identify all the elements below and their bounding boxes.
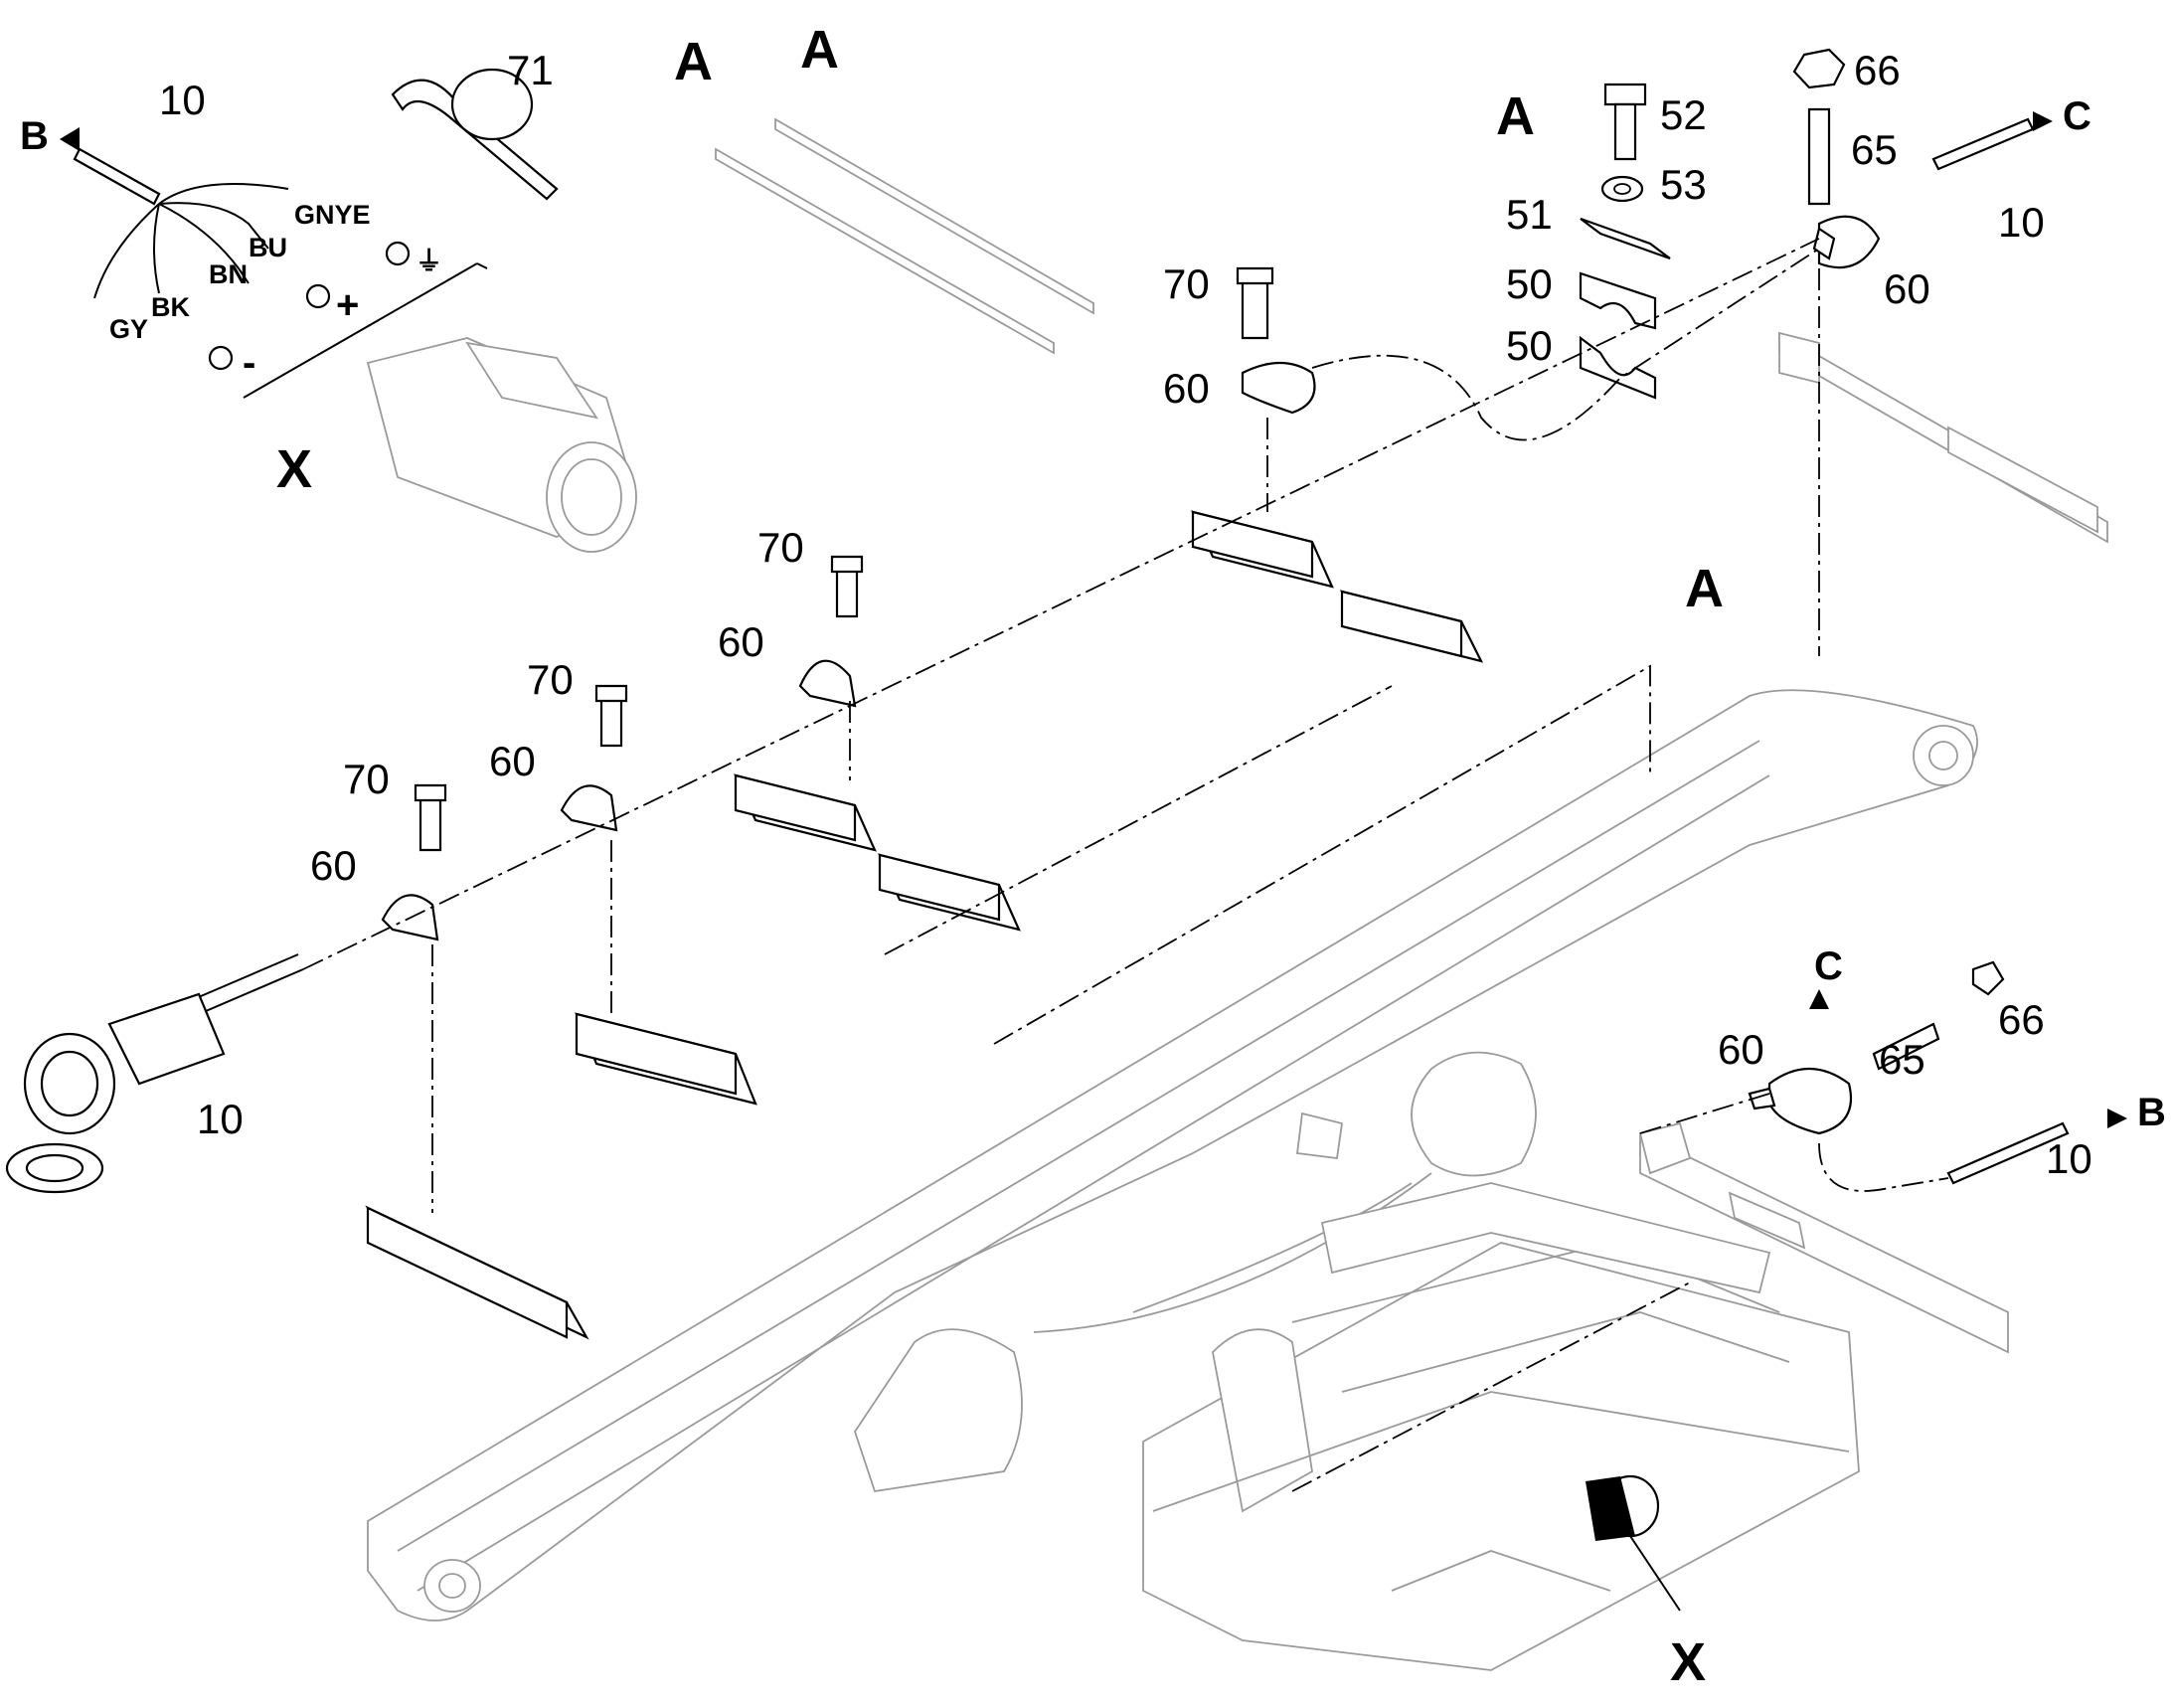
label-10-right: 10 <box>1998 199 2045 246</box>
label-65-bottom: 65 <box>1879 1036 1925 1083</box>
label-60-bottom: 60 <box>1718 1026 1764 1073</box>
label-52: 52 <box>1660 91 1707 138</box>
boom-outline <box>367 689 1978 1622</box>
motor-illustration <box>366 337 638 553</box>
label-10-plug: 10 <box>197 1096 244 1142</box>
label-b-bottom: B <box>2137 1091 2166 1134</box>
wire-bn: BN <box>209 259 248 289</box>
wire-gnye: GNYE <box>294 200 371 230</box>
top-right-bracket <box>1778 331 2108 544</box>
hardware-stack <box>1579 83 1671 400</box>
label-70-a: 70 <box>1163 260 1210 307</box>
label-53: 53 <box>1660 161 1707 208</box>
label-a-strip-1: A <box>674 32 713 91</box>
ground-symbol-icon: ⏚ <box>416 247 442 276</box>
chassis-frame <box>1142 1182 1860 1671</box>
wire-bu: BU <box>249 233 287 262</box>
strip-bars-A <box>715 117 1094 355</box>
arrow-c-top-icon <box>2033 111 2053 131</box>
clamp-blocks <box>365 510 1484 1340</box>
label-c-top: C <box>2063 94 2091 138</box>
label-70-d: 70 <box>343 756 390 802</box>
label-10-top: 10 <box>159 77 206 123</box>
label-71: 71 <box>507 47 554 93</box>
label-x-detail: X <box>276 439 312 499</box>
label-60-right: 60 <box>1884 265 1930 312</box>
label-60-b: 60 <box>718 618 764 665</box>
label-a-strip-2: A <box>800 20 839 80</box>
plus-symbol: + <box>336 283 359 327</box>
label-10-bottom: 10 <box>2046 1135 2092 1182</box>
wire-gy: GY <box>109 314 148 344</box>
arrows <box>60 111 2127 1128</box>
label-b-top: B <box>20 114 49 158</box>
label-50a: 50 <box>1506 260 1553 307</box>
wire-bk: BK <box>151 292 190 322</box>
label-60-c: 60 <box>489 738 536 784</box>
label-66-bottom: 66 <box>1998 996 2045 1043</box>
bottom-right-clamp <box>1748 960 2070 1185</box>
label-66-top: 66 <box>1854 47 1901 93</box>
label-70-b: 70 <box>757 524 804 571</box>
label-50b: 50 <box>1506 322 1553 369</box>
arrow-c-bottom-icon <box>1809 989 1829 1009</box>
routing-lines <box>302 238 1949 1492</box>
detail-x-wires <box>73 147 488 399</box>
label-70-c: 70 <box>527 656 574 703</box>
clamp-71 <box>391 68 559 201</box>
label-65-top: 65 <box>1851 126 1898 173</box>
bottom-right-bracket <box>1638 1121 2009 1354</box>
label-51: 51 <box>1506 191 1553 238</box>
clamps-60 <box>381 266 1316 941</box>
arrow-b-top-icon <box>60 127 80 151</box>
cable-plug-assembly <box>5 953 304 1194</box>
label-c-bottom: C <box>1814 944 1843 988</box>
label-60-a: 60 <box>1163 365 1210 412</box>
callouts: 10 B 71 A A A 52 53 51 50 50 66 65 C 10 … <box>20 20 2166 1692</box>
label-x-machine: X <box>1670 1632 1706 1692</box>
label-60-d: 60 <box>310 842 357 889</box>
right-bolt-column <box>1792 48 2035 269</box>
chassis-motor <box>1586 1474 1681 1612</box>
label-a-boom: A <box>1685 559 1724 618</box>
label-a-hardware: A <box>1496 86 1535 146</box>
arrow-b-bottom-icon <box>2107 1109 2127 1128</box>
minus-symbol: - <box>243 341 255 385</box>
